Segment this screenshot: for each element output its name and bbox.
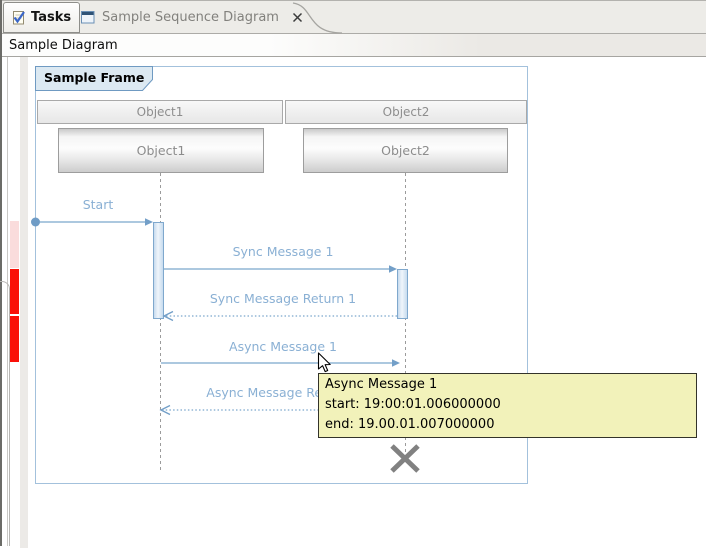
tasks-icon — [13, 11, 25, 25]
message-label-start[interactable]: Start — [82, 197, 114, 212]
message-tooltip: Async Message 1 start: 19:00:01.00600000… — [318, 373, 697, 438]
editor-window-icon — [81, 11, 95, 24]
left-trim-notch — [0, 281, 10, 546]
header-column-label: Object2 — [382, 105, 430, 119]
close-icon[interactable] — [292, 12, 303, 23]
lifeline-box-label: Object2 — [381, 143, 430, 158]
header-column-label: Object1 — [136, 105, 184, 119]
tab-tasks-label: Tasks — [31, 10, 72, 25]
tooltip-title: Async Message 1 — [325, 377, 438, 392]
execution-bar-object2[interactable] — [397, 269, 408, 319]
tab-bar: Tasks Sample Sequence Diagram — [0, 0, 706, 34]
tab-tasks[interactable]: Tasks — [3, 2, 81, 33]
window-left-edge — [0, 0, 2, 546]
overview-marker-red-1[interactable] — [10, 269, 19, 314]
lifeline-box-object2[interactable]: Object2 — [303, 128, 508, 173]
message-label-async-1[interactable]: Async Message 1 — [229, 339, 337, 354]
tooltip-end-time: end: 19.00.01.007000000 — [325, 417, 495, 432]
tab-editor[interactable]: Sample Sequence Diagram — [81, 2, 303, 33]
overview-marker-red-2[interactable] — [10, 316, 19, 362]
execution-bar-object1[interactable] — [153, 222, 164, 319]
left-sash[interactable] — [7, 57, 8, 546]
overview-marker-pink[interactable] — [10, 221, 19, 268]
lifeline-box-object1[interactable]: Object1 — [58, 128, 264, 173]
lifeline-box-label: Object1 — [136, 143, 186, 158]
tab-editor-label: Sample Sequence Diagram — [102, 10, 279, 25]
tooltip-start-time: start: 19:00:01.006000000 — [325, 397, 501, 412]
frame-title-label[interactable]: Sample Frame — [44, 70, 145, 85]
frame-title-shape — [35, 66, 153, 91]
message-label-sync-return-1[interactable]: Sync Message Return 1 — [209, 291, 357, 306]
lifeline-object1[interactable] — [160, 173, 161, 470]
left-gutter — [20, 57, 28, 548]
header-column-object1[interactable]: Object1 — [37, 100, 283, 124]
message-label-sync-1[interactable]: Sync Message 1 — [232, 244, 334, 259]
diagram-view-header: Sample Diagram — [2, 34, 706, 57]
header-column-object2[interactable]: Object2 — [285, 100, 527, 124]
diagram-title: Sample Diagram — [9, 37, 118, 53]
